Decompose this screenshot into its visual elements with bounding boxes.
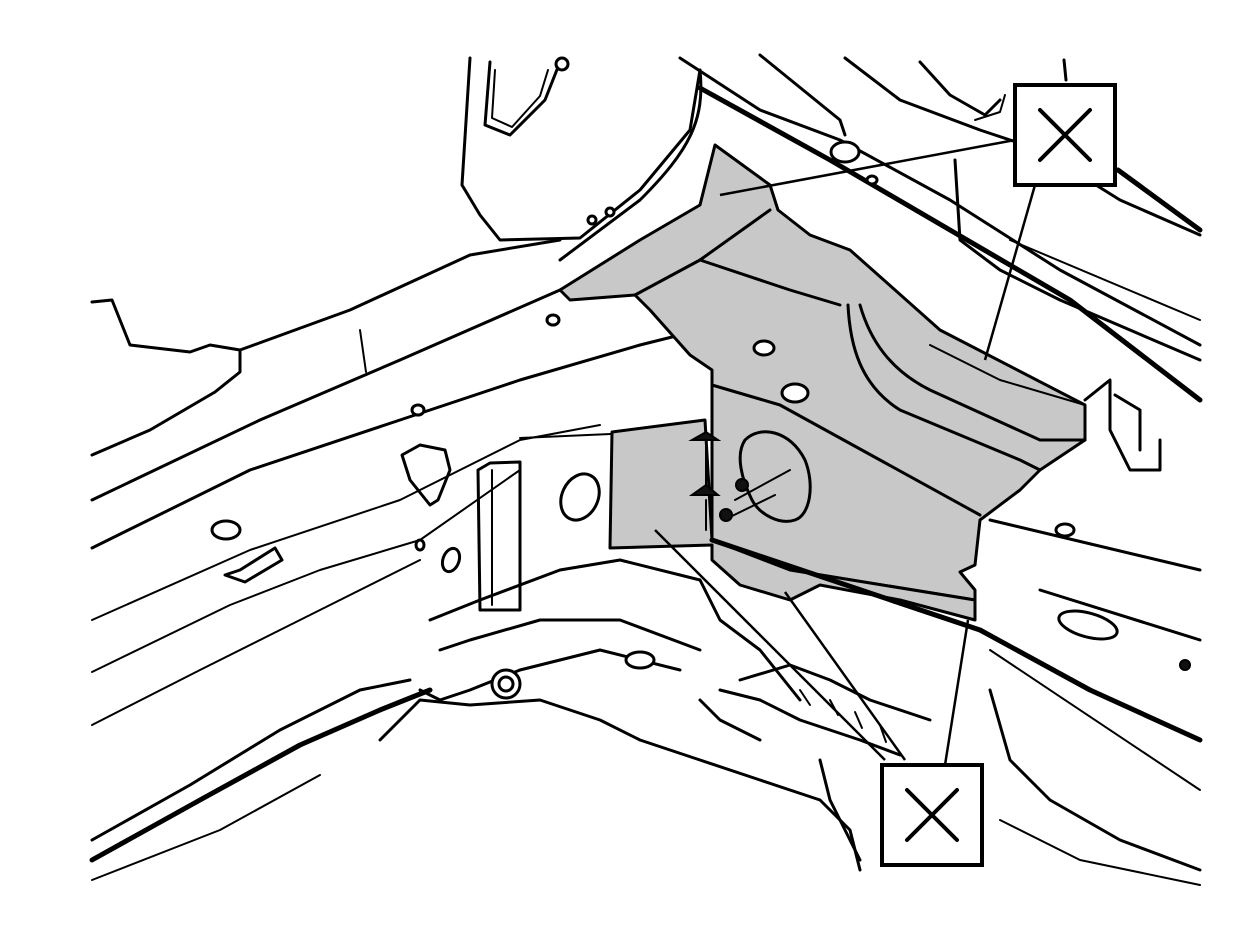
body-structure-lines [89,53,1203,886]
x-icon [1038,108,1092,162]
leader-lines [654,138,1037,766]
upper-highlighted-panel [558,143,1087,602]
x-icon [905,788,959,842]
highlighted-panels [558,143,1087,633]
callout-box-lower [880,763,984,867]
callout-box-upper [1013,83,1117,187]
